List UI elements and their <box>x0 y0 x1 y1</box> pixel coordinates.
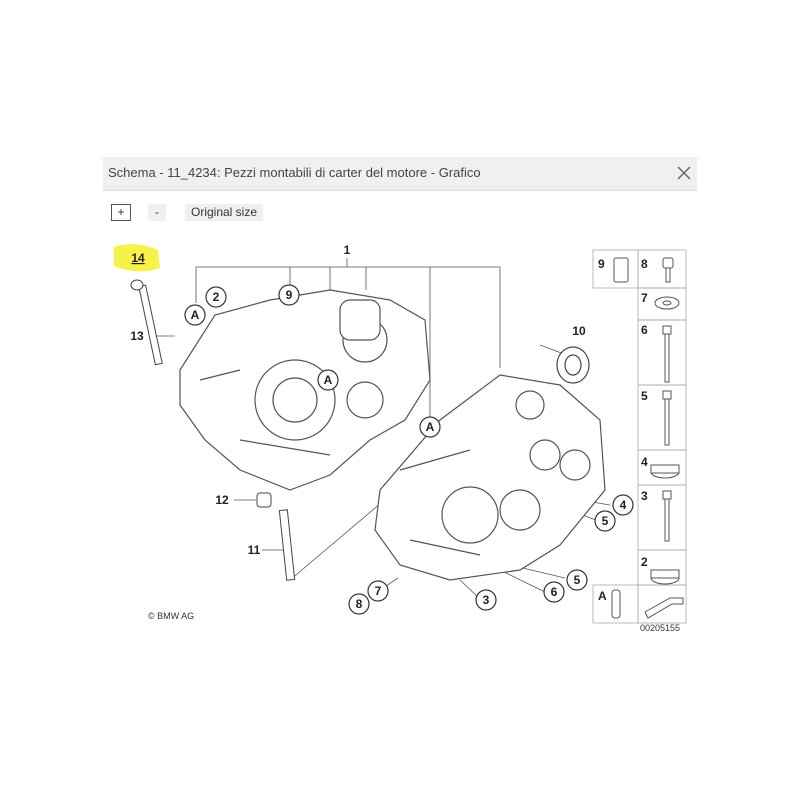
right-crankcase-half <box>374 374 606 581</box>
callout-11: 11 <box>248 543 261 557</box>
dialog-titlebar: Schema - 11_4234: Pezzi montabili di car… <box>103 157 697 191</box>
copyright-label: © BMW AG <box>148 611 194 621</box>
callout-a-3: A <box>426 420 435 434</box>
legend-number-2: 2 <box>641 555 648 569</box>
zoom-in-button[interactable]: + <box>111 204 131 221</box>
dialog-title: Schema - 11_4234: Pezzi montabili di car… <box>108 165 481 180</box>
callout-5a: 5 <box>602 514 609 528</box>
left-crankcase-half <box>179 289 431 491</box>
callout-2: 2 <box>213 290 220 304</box>
callout-5b: 5 <box>574 573 581 587</box>
image-number: 00205155 <box>640 623 680 633</box>
legend-number-9: 9 <box>598 257 605 271</box>
highlight-mark <box>114 244 160 272</box>
seal-10 <box>556 346 590 384</box>
callout-a-2: A <box>324 373 333 387</box>
callout-13: 13 <box>130 329 144 343</box>
callout-1: 1 <box>344 243 351 257</box>
stud-13 <box>130 279 163 366</box>
legend-number-4: 4 <box>641 455 648 469</box>
callout-a-1: A <box>191 308 200 322</box>
legend-number-7: 7 <box>641 291 648 305</box>
legend-number-3: 3 <box>641 489 648 503</box>
parts-legend-panel <box>592 249 687 624</box>
callout-10: 10 <box>572 324 586 338</box>
callout-circles <box>184 284 634 615</box>
original-size-button[interactable]: Original size <box>185 204 263 221</box>
sleeve-12-and-stud-11 <box>256 492 296 581</box>
callout-7: 7 <box>375 584 382 598</box>
legend-number-6: 6 <box>641 323 648 337</box>
callout-3: 3 <box>483 593 490 607</box>
legend-letter-a: A <box>598 589 607 603</box>
legend-number-5: 5 <box>641 389 648 403</box>
legend-part-icons <box>611 257 684 619</box>
callout-6: 6 <box>551 585 558 599</box>
callout-14: 14 <box>131 251 145 265</box>
callout-9: 9 <box>286 288 293 302</box>
callout-4: 4 <box>620 498 627 512</box>
callout-8: 8 <box>356 597 363 611</box>
legend-number-8: 8 <box>641 257 648 271</box>
callout-12: 12 <box>215 493 229 507</box>
close-icon[interactable] <box>676 165 692 181</box>
zoom-out-button[interactable]: - <box>148 204 166 221</box>
